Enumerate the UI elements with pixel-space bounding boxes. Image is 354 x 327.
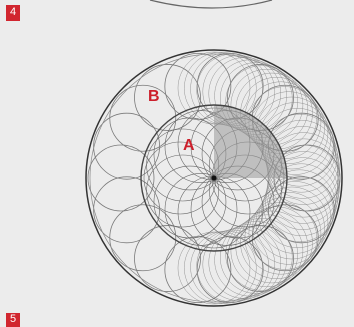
center-point [212,176,217,181]
outer-loop-circle [110,205,176,271]
previous-figure-edge [150,0,272,8]
outer-loop-circle [94,177,160,243]
hatch-loop-circle [203,229,275,301]
outer-loop-circle [94,113,160,179]
inner-shaded-quadrant [214,105,287,178]
inner-rosette-circle [144,142,216,214]
label-a: A [183,137,195,154]
hatch-loop-circle [231,215,303,287]
label-b: B [148,88,160,105]
hatch-loop-circle [191,231,263,303]
